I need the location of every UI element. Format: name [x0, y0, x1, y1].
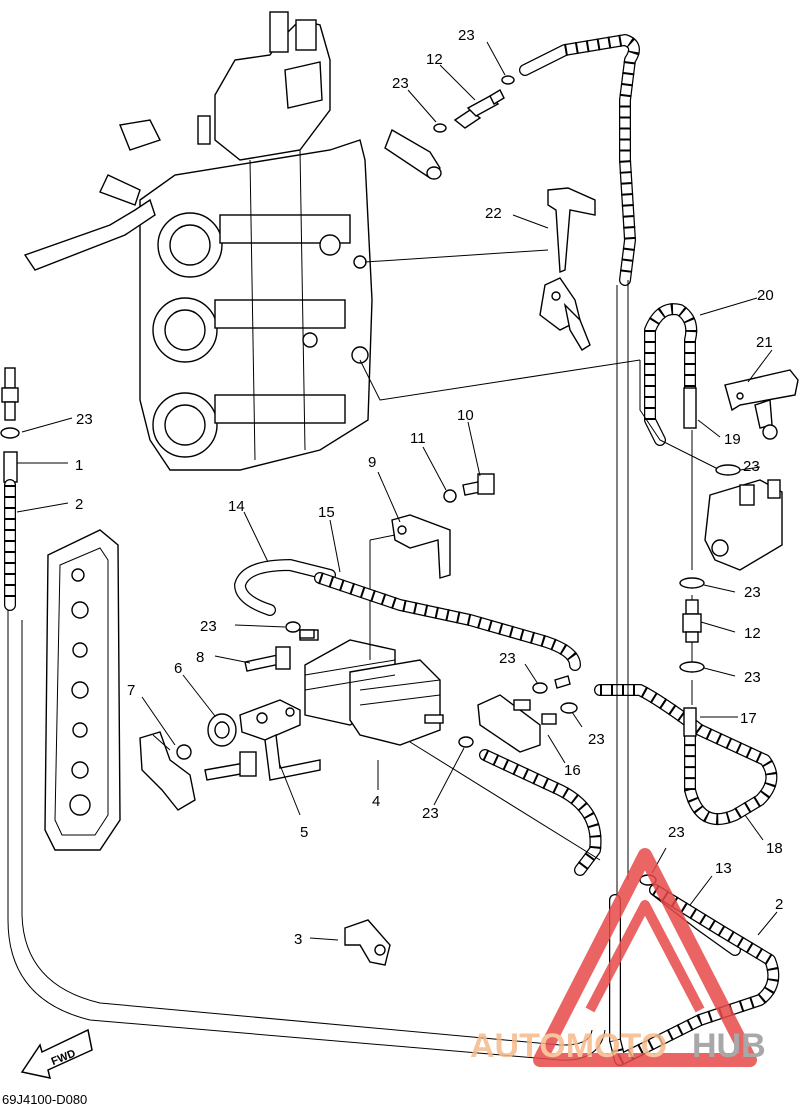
joint-12-top — [453, 89, 505, 129]
filter-16 — [477, 694, 557, 753]
clip-23-low — [458, 736, 474, 748]
callout-10: 10 — [457, 407, 474, 424]
callout-5: 5 — [300, 824, 308, 841]
fwd-arrow-icon: FWD — [20, 1028, 93, 1079]
clip-top-b — [433, 123, 447, 133]
callout-labels: 1 2 2 3 4 5 6 7 8 9 10 11 12 12 13 14 15… — [75, 27, 783, 948]
bracket-22 — [539, 187, 596, 351]
callout-18: 18 — [766, 840, 783, 857]
callout-23-g: 23 — [422, 805, 439, 822]
callout-16: 16 — [564, 762, 581, 779]
callout-23-h: 23 — [743, 458, 760, 475]
bracket-5 — [239, 699, 321, 781]
callout-4: 4 — [372, 793, 380, 810]
callout-23-j: 23 — [744, 669, 761, 686]
clip-right-top — [715, 464, 741, 476]
bracket-7 — [139, 731, 196, 811]
short-hose-top — [384, 128, 442, 180]
callout-13: 13 — [715, 860, 732, 877]
callout-23-k: 23 — [668, 824, 685, 841]
joint-17 — [683, 707, 697, 737]
callout-23-d: 23 — [200, 618, 217, 635]
callout-1: 1 — [75, 457, 83, 474]
grommet-6 — [207, 713, 237, 747]
watermark: AUTOMOTO HUB — [470, 848, 766, 1067]
watermark-word-a: AUTOMOTO — [470, 1027, 667, 1065]
callout-2-right: 2 — [775, 896, 783, 913]
fitting-top-left — [1, 367, 19, 421]
joint-12-right — [682, 599, 702, 643]
callout-23-i: 23 — [744, 584, 761, 601]
callout-23-f: 23 — [588, 731, 605, 748]
clamp-3 — [344, 919, 391, 966]
hose-14 — [234, 559, 336, 616]
callout-8: 8 — [196, 649, 204, 666]
bolt-10 — [462, 473, 495, 496]
callout-12-top: 12 — [426, 51, 443, 68]
callout-22: 22 — [485, 205, 502, 222]
callout-20: 20 — [757, 287, 774, 304]
washer-11 — [443, 489, 457, 503]
bolt-8 — [244, 646, 291, 672]
hose-top-right — [519, 33, 640, 286]
clip-23-right — [560, 702, 578, 714]
callout-21: 21 — [756, 334, 773, 351]
callout-23-a: 23 — [458, 27, 475, 44]
gasket-plate — [44, 529, 121, 851]
clip-right-a — [679, 577, 705, 589]
drawing-code: 69J4100-D080 — [2, 1092, 87, 1107]
callout-14: 14 — [228, 498, 245, 515]
clip-23-center — [532, 682, 548, 694]
callout-11: 11 — [410, 430, 426, 447]
hose-2-right — [609, 884, 780, 1069]
bracket-9 — [391, 514, 451, 579]
joint-19 — [683, 387, 697, 429]
clip-23-mid — [285, 621, 301, 633]
callout-19: 19 — [724, 431, 741, 448]
hose-18 — [594, 684, 778, 825]
callout-9: 9 — [368, 454, 376, 471]
vapor-separator-4 — [299, 629, 444, 746]
clip-top-a — [501, 75, 515, 85]
callout-23-c: 23 — [76, 411, 93, 428]
joint-1 — [3, 451, 18, 483]
callout-2: 2 — [75, 496, 83, 513]
callout-15: 15 — [318, 504, 335, 521]
callout-7: 7 — [127, 682, 135, 699]
clip-left — [0, 427, 20, 439]
hose-20 — [644, 303, 698, 446]
callout-17: 17 — [740, 710, 757, 727]
throttle-body-assembly — [23, 11, 373, 471]
pump-housing — [704, 479, 783, 571]
hose-15 — [314, 572, 581, 671]
callout-23-e: 23 — [499, 650, 516, 667]
callout-12-right: 12 — [744, 625, 761, 642]
callout-23-b: 23 — [392, 75, 409, 92]
callout-6: 6 — [174, 660, 182, 677]
watermark-word-b: HUB — [692, 1027, 766, 1065]
leader-lines — [16, 41, 778, 941]
clip-right-b — [679, 661, 705, 673]
bracket-21 — [724, 369, 799, 440]
callout-3: 3 — [294, 931, 302, 948]
